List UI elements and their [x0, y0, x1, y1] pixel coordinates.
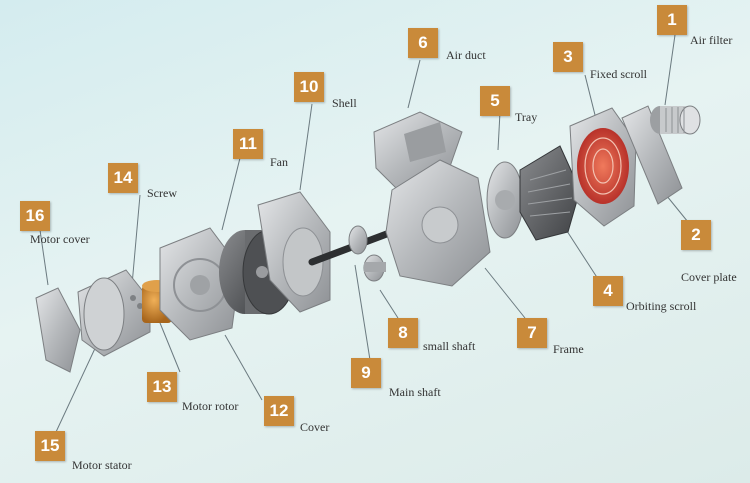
- orbiting-scroll-part: [519, 145, 581, 241]
- label-cover-plate: Cover plate: [681, 270, 737, 284]
- leader-5: [497, 111, 501, 151]
- label-shell: Shell: [332, 96, 357, 110]
- badge-6: 6: [408, 28, 438, 58]
- leader-16: [39, 229, 49, 286]
- leader-1: [664, 34, 676, 106]
- label-small-shaft: small shaft: [423, 339, 476, 353]
- leader-9: [354, 264, 371, 361]
- main-shaft-part: [308, 225, 396, 266]
- leader-11: [221, 157, 241, 231]
- badge-12: 12: [264, 396, 294, 426]
- leader-7: [484, 267, 526, 319]
- badge-16: 16: [20, 201, 50, 231]
- leader-12: [224, 334, 263, 401]
- label-motor-rotor: Motor rotor: [182, 399, 239, 413]
- label-air-duct: Air duct: [446, 48, 486, 62]
- leader-lines: [39, 34, 689, 433]
- label-cover: Cover: [300, 420, 330, 434]
- badge-13: 13: [147, 372, 177, 402]
- tray-part: [486, 161, 524, 239]
- badge-11: 11: [233, 129, 263, 159]
- badge-3: 3: [553, 42, 583, 72]
- label-motor-stator: Motor stator: [72, 458, 132, 472]
- motor-cover-part: [35, 287, 81, 373]
- badge-1: 1: [657, 5, 687, 35]
- cover-part: [159, 227, 241, 341]
- label-tray: Tray: [515, 110, 538, 124]
- leader-6: [407, 59, 421, 109]
- air-filter-part: [650, 105, 701, 135]
- badge-7: 7: [517, 318, 547, 348]
- badge-15: 15: [35, 431, 65, 461]
- fixed-scroll-part: [569, 107, 637, 227]
- leader-13: [157, 317, 181, 373]
- label-air-filter: Air filter: [690, 33, 733, 47]
- leader-15: [55, 341, 99, 433]
- screw-part: [130, 295, 143, 309]
- cover-plate-part: [621, 105, 683, 205]
- badge-2: 2: [681, 220, 711, 250]
- label-frame: Frame: [553, 342, 584, 356]
- label-orbiting-scroll: Orbiting scroll: [626, 299, 697, 313]
- frame-part: [385, 159, 491, 287]
- label-fixed-scroll: Fixed scroll: [590, 67, 647, 81]
- label-main-shaft: Main shaft: [389, 385, 441, 399]
- label-motor-cover: Motor cover: [30, 232, 90, 246]
- label-fan: Fan: [270, 155, 288, 169]
- leader-4: [564, 227, 601, 283]
- badge-8: 8: [388, 318, 418, 348]
- badge-14: 14: [108, 163, 138, 193]
- badge-9: 9: [351, 358, 381, 388]
- badge-5: 5: [480, 86, 510, 116]
- leader-3: [584, 74, 596, 116]
- leader-14: [131, 194, 141, 286]
- small-shaft-part: [363, 254, 386, 282]
- badge-10: 10: [294, 72, 324, 102]
- leader-8: [379, 289, 399, 319]
- label-screw: Screw: [147, 186, 177, 200]
- motor-stator-part: [77, 269, 151, 357]
- badge-4: 4: [593, 276, 623, 306]
- shell-part: [257, 191, 331, 313]
- leader-10: [299, 103, 313, 191]
